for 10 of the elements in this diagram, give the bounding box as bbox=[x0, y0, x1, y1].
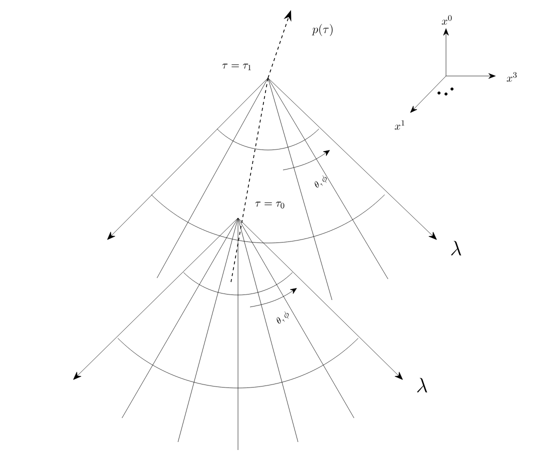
parameter-label: $\lambda$ bbox=[417, 378, 428, 392]
axis-label: $x^1$ bbox=[394, 120, 404, 130]
parameter-label: $\lambda$ bbox=[451, 240, 462, 256]
axis-label: $x^0$ bbox=[442, 15, 452, 25]
worldline-label: $p(\tau)$ bbox=[312, 24, 333, 36]
vertex-label: $\tau = \tau_1$ bbox=[222, 64, 251, 70]
vertex-label: $\tau = \tau_0$ bbox=[255, 202, 284, 208]
angle-label: $\theta, \phi$ bbox=[314, 175, 327, 188]
axis-label: $x^3$ bbox=[506, 72, 517, 82]
angle-label: $\theta, \phi$ bbox=[276, 311, 289, 324]
